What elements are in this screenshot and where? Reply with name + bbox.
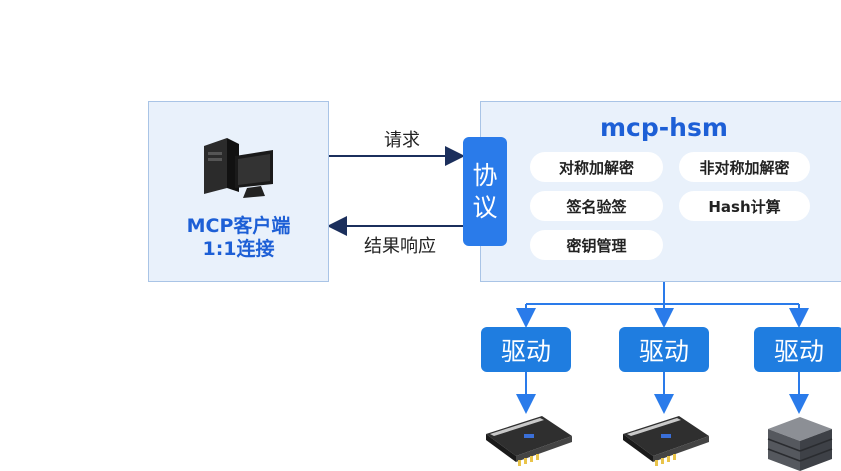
function-sign-verify: 签名验签: [530, 191, 663, 221]
function-asymmetric: 非对称加解密: [679, 152, 810, 182]
client-title: MCP客户端 1:1连接: [149, 215, 328, 261]
client-title-line1: MCP客户端: [186, 215, 291, 237]
desktop-computer-icon: [204, 138, 273, 198]
function-key-management: 密钥管理: [530, 230, 663, 260]
protocol-char-2: 议: [472, 192, 498, 222]
client-title-line2: 1:1连接: [202, 238, 275, 260]
server-rack-icon: [767, 417, 833, 471]
driver-box-1: 驱动: [481, 327, 571, 372]
response-label: 结果响应: [364, 236, 436, 257]
hsm-title: mcp-hsm: [600, 113, 728, 142]
driver-box-3: 驱动: [754, 327, 841, 372]
pcie-card-icon: [486, 416, 572, 466]
function-hash: Hash计算: [679, 191, 810, 221]
function-symmetric: 对称加解密: [530, 152, 663, 182]
request-label: 请求: [384, 130, 420, 151]
driver-box-2: 驱动: [619, 327, 709, 372]
driver-connectors: [516, 282, 809, 414]
protocol-block: 协 议: [463, 137, 507, 246]
mcp-client-box: MCP客户端 1:1连接: [148, 101, 329, 282]
pcie-card-icon: [623, 416, 709, 466]
protocol-char-1: 协: [472, 160, 498, 190]
